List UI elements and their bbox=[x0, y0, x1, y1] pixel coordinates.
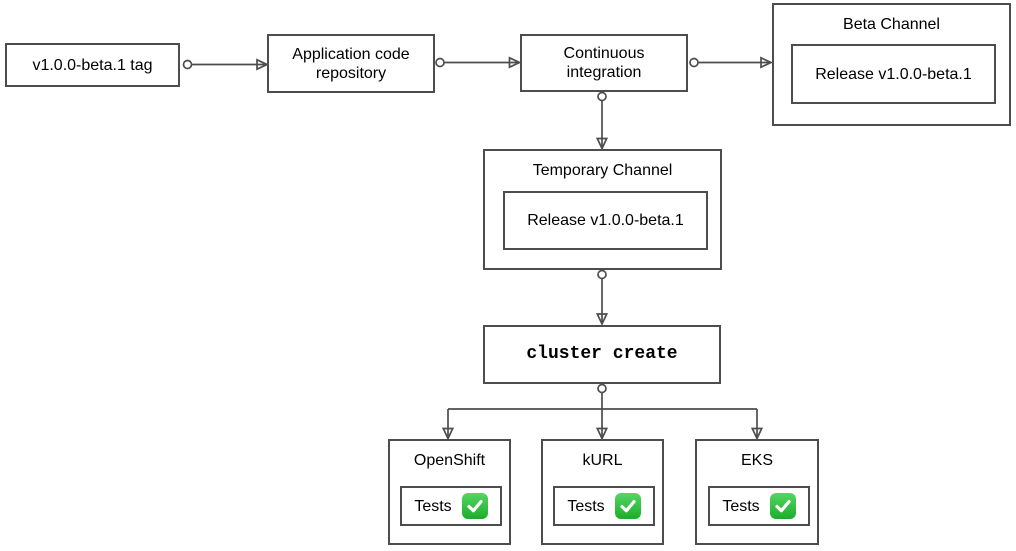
node-continuous-integration-label: Continuous integration bbox=[563, 45, 645, 81]
eks-tests-label: Tests bbox=[722, 497, 760, 515]
node-application-code-repository-label: Application code repository bbox=[292, 45, 410, 82]
node-version-tag: v1.0.0-beta.1 tag bbox=[5, 43, 180, 87]
node-application-code-repository: Application code repository bbox=[267, 34, 435, 93]
temporary-channel-title: Temporary Channel bbox=[532, 162, 673, 179]
node-cluster-create: cluster create bbox=[483, 325, 721, 384]
openshift-title: OpenShift bbox=[413, 452, 486, 469]
temporary-release-label: Release v1.0.0-beta.1 bbox=[527, 212, 684, 229]
node-openshift: OpenShift Tests bbox=[388, 439, 511, 545]
node-beta-channel: Beta Channel Release v1.0.0-beta.1 bbox=[772, 3, 1011, 126]
edge-cluster-create-branches bbox=[448, 383, 757, 438]
edge-ci-to-beta-channel bbox=[689, 57, 770, 68]
edge-ci-to-temporary-channel bbox=[597, 91, 607, 148]
node-kurl: kURL Tests bbox=[541, 439, 664, 545]
eks-tests-box: Tests bbox=[708, 486, 810, 526]
kurl-tests-label: Tests bbox=[567, 497, 605, 515]
source-port-circle bbox=[597, 269, 607, 280]
node-version-tag-label: v1.0.0-beta.1 tag bbox=[32, 56, 153, 74]
branch-trunk-line bbox=[448, 393, 757, 410]
beta-channel-title: Beta Channel bbox=[843, 16, 940, 33]
edge-repo-to-ci bbox=[435, 57, 519, 68]
openshift-tests-box: Tests bbox=[400, 486, 502, 526]
node-beta-release: Release v1.0.0-beta.1 bbox=[791, 44, 996, 104]
source-port-circle bbox=[597, 91, 607, 102]
check-mark-button-icon bbox=[614, 493, 641, 519]
openshift-tests-label: Tests bbox=[414, 497, 452, 515]
node-temporary-channel: Temporary Channel Release v1.0.0-beta.1 bbox=[483, 149, 722, 270]
check-mark-button-icon bbox=[461, 493, 488, 519]
kurl-tests-box: Tests bbox=[553, 486, 655, 526]
edge-tag-to-repo bbox=[182, 59, 267, 70]
source-port-circle bbox=[435, 57, 445, 68]
kurl-title: kURL bbox=[582, 452, 623, 469]
cluster-create-label: cluster create bbox=[526, 344, 678, 364]
check-mark-button-icon bbox=[769, 493, 796, 519]
node-temporary-release: Release v1.0.0-beta.1 bbox=[503, 191, 708, 250]
node-continuous-integration: Continuous integration bbox=[520, 34, 688, 92]
eks-title: EKS bbox=[740, 452, 773, 469]
edge-temporary-channel-to-cluster-create bbox=[597, 269, 607, 324]
source-port-circle bbox=[689, 57, 699, 68]
beta-release-label: Release v1.0.0-beta.1 bbox=[815, 65, 972, 83]
source-port-circle bbox=[182, 59, 193, 70]
node-eks: EKS Tests bbox=[695, 439, 819, 545]
source-port-circle bbox=[597, 383, 607, 394]
